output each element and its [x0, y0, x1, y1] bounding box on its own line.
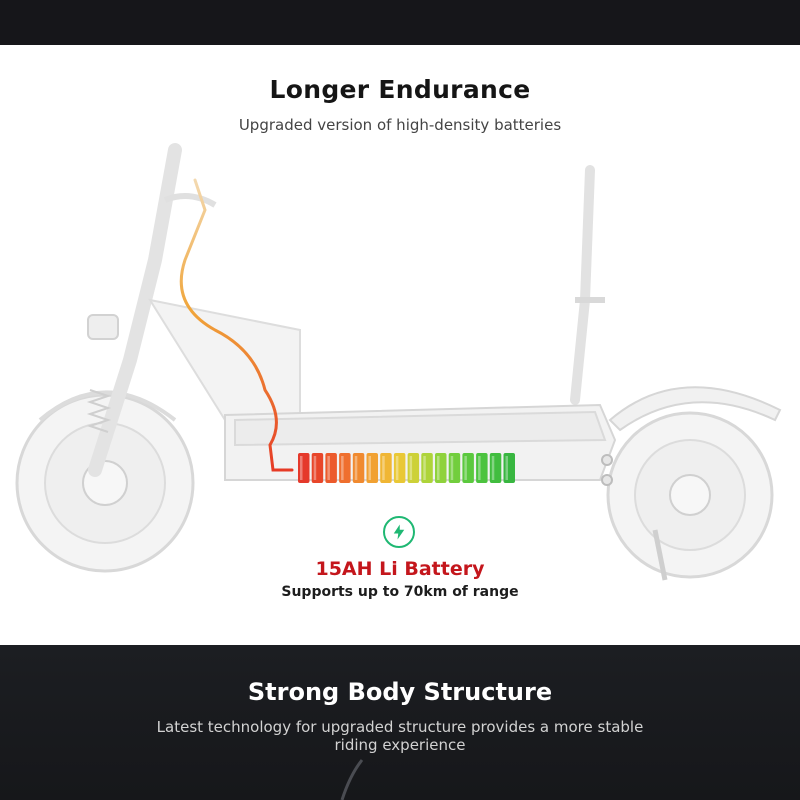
endurance-subtitle: Upgraded version of high-density batteri…	[238, 116, 562, 134]
battery-cell-highlight	[437, 456, 440, 480]
battery-cell	[393, 453, 406, 483]
battery-title: 15AH Li Battery	[315, 558, 485, 580]
battery-cell	[435, 453, 447, 483]
battery-cell	[339, 453, 351, 483]
battery-cell-highlight	[313, 456, 317, 480]
battery-cell	[489, 453, 502, 483]
battery-cell-highlight	[423, 456, 426, 480]
battery-cell	[352, 453, 365, 483]
structure-subtitle: Latest technology for upgraded structure…	[156, 718, 644, 754]
battery-cell	[448, 453, 461, 483]
battery-cell	[421, 453, 433, 483]
lightning-bolt-icon	[393, 524, 405, 540]
battery-cell	[325, 453, 337, 483]
battery-cell-highlight	[341, 456, 344, 480]
battery-cell-highlight	[327, 456, 330, 480]
battery-cell-highlight	[464, 456, 467, 480]
charging-badge	[383, 516, 415, 548]
battery-cell-highlight	[354, 456, 358, 480]
battery-cell-highlight	[491, 456, 495, 480]
structure-title: Strong Body Structure	[247, 678, 553, 706]
endurance-title: Longer Endurance	[269, 75, 531, 104]
scooter-silhouette-stroke	[340, 759, 364, 800]
battery-cell	[311, 453, 324, 483]
battery-cell-highlight	[368, 456, 371, 480]
top-dark-band	[0, 0, 800, 45]
battery-cells	[298, 453, 515, 483]
battery-cell	[366, 453, 378, 483]
battery-cell	[503, 453, 515, 483]
battery-cell-highlight	[382, 456, 385, 480]
battery-cell	[407, 453, 420, 483]
battery-cell-highlight	[505, 456, 508, 480]
battery-cell-highlight	[409, 456, 413, 480]
battery-cell-highlight	[450, 456, 454, 480]
battery-cell	[380, 453, 392, 483]
battery-cell-highlight	[478, 456, 481, 480]
battery-cell	[298, 453, 310, 483]
structure-section	[0, 645, 800, 800]
battery-cell-highlight	[300, 456, 303, 480]
battery-range-note: Supports up to 70km of range	[281, 584, 519, 600]
battery-cell	[476, 453, 488, 483]
scooter-illustration	[15, 143, 782, 581]
battery-cell-highlight	[395, 456, 399, 480]
battery-cell	[462, 453, 474, 483]
